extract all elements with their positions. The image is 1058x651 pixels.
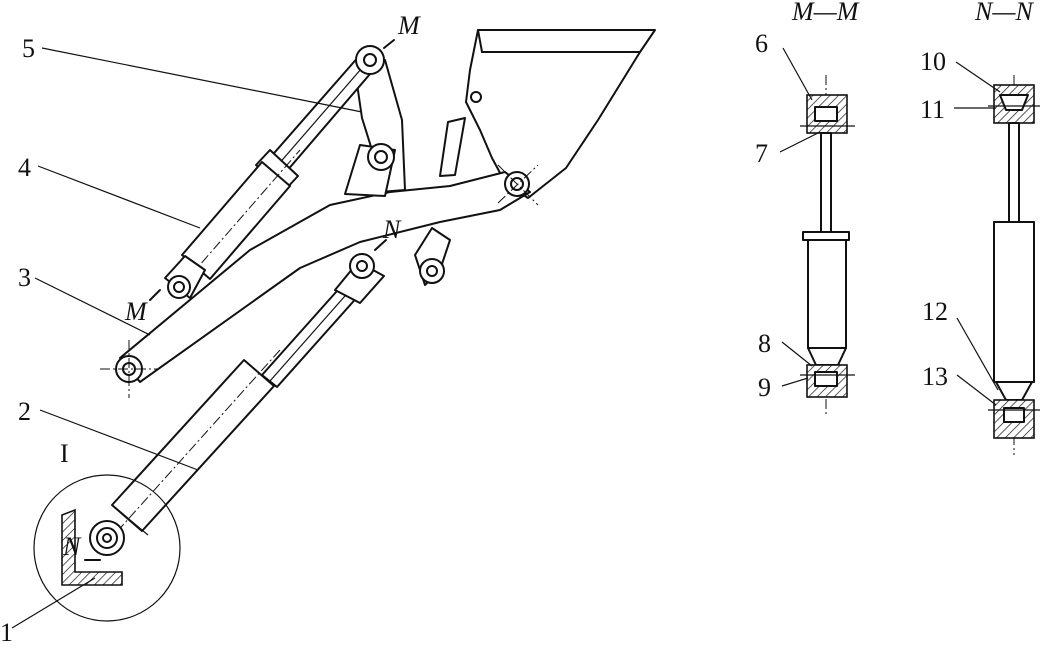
- leader-lines: [11, 47, 1001, 629]
- lift-cylinder: [89, 253, 385, 556]
- label-part-3: 3: [18, 263, 31, 292]
- section-ticks: [149, 39, 395, 301]
- label-part-9: 9: [758, 373, 771, 402]
- label-detail-I: I: [60, 439, 69, 468]
- bucket-link: [414, 117, 466, 286]
- label-part-11: 11: [920, 95, 945, 124]
- label-part-10: 10: [920, 47, 946, 76]
- title-section-mm: M—M: [791, 0, 860, 26]
- label-part-13: 13: [922, 362, 948, 391]
- label-section-n-bottom: N: [62, 532, 82, 561]
- bucket: [465, 29, 656, 199]
- label-section-m-top: M: [397, 11, 421, 40]
- section-nn: [988, 75, 1040, 455]
- rocker: [344, 59, 406, 197]
- label-section-n-top: N: [382, 215, 402, 244]
- label-part-8: 8: [758, 329, 771, 358]
- boom: [100, 171, 531, 398]
- section-mm: [800, 75, 855, 415]
- title-section-nn: N—N: [974, 0, 1034, 26]
- label-part-4: 4: [18, 153, 31, 182]
- label-section-m-bottom: M: [124, 297, 148, 326]
- label-part-12: 12: [922, 297, 948, 326]
- bucket-pivot: [497, 164, 539, 206]
- tilt-cylinder: [164, 45, 385, 299]
- label-part-7: 7: [755, 139, 768, 168]
- detail-circle: [33, 474, 181, 622]
- label-part-1: 1: [0, 618, 13, 646]
- label-part-5: 5: [22, 34, 35, 63]
- label-part-2: 2: [18, 397, 31, 426]
- label-part-6: 6: [755, 29, 768, 58]
